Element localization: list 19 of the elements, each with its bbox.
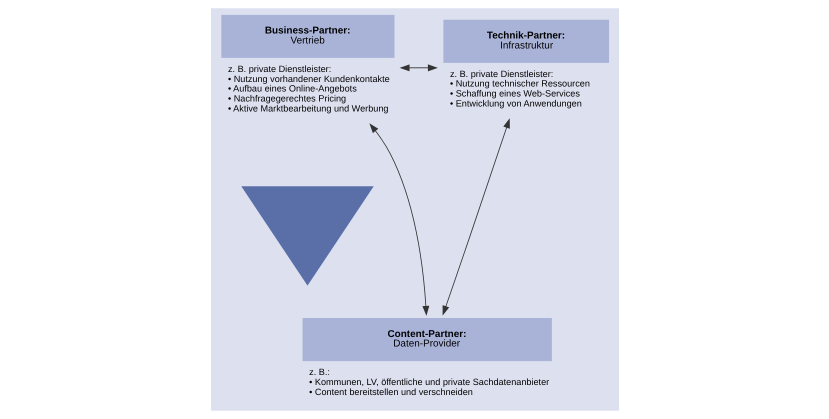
node-label: z. B. private Dienstleister: [227,64,331,74]
node-label: • Aktive Marktbearbeitung und Werbung [227,104,388,114]
node-box: Content-Partner: Daten-Provider [302,318,552,362]
node-label: • Aufbau eines Online-Angebots [227,84,356,94]
node-label: • Content bereitstellen und verschneiden [308,386,472,397]
arrow [399,64,438,72]
node-label: • Entwicklung von Anwendungen [450,98,582,109]
node-label: z. B.: [308,367,330,378]
node-label: • Nutzung vorhandener Kundenkontakte [227,74,390,84]
arrow [368,123,429,316]
node-label: • Nutzung technischer Ressourcen [450,78,590,89]
node-label: z. B. private Dienstleister: [450,68,553,79]
node-label: • Nachfragegerechtes Pricing [227,94,346,104]
node-label: • Kommunen, LV, öffentliche und private Sachdatenanbieter [308,376,549,387]
node-box: Business-Partner: Vertrieb [220,14,394,58]
arrow [442,118,510,316]
node-box: Technik-Partner: Infrastruktur [442,20,609,63]
node-label: • Schaffung eines Web-Services [450,88,580,99]
node-triangle [240,186,374,286]
